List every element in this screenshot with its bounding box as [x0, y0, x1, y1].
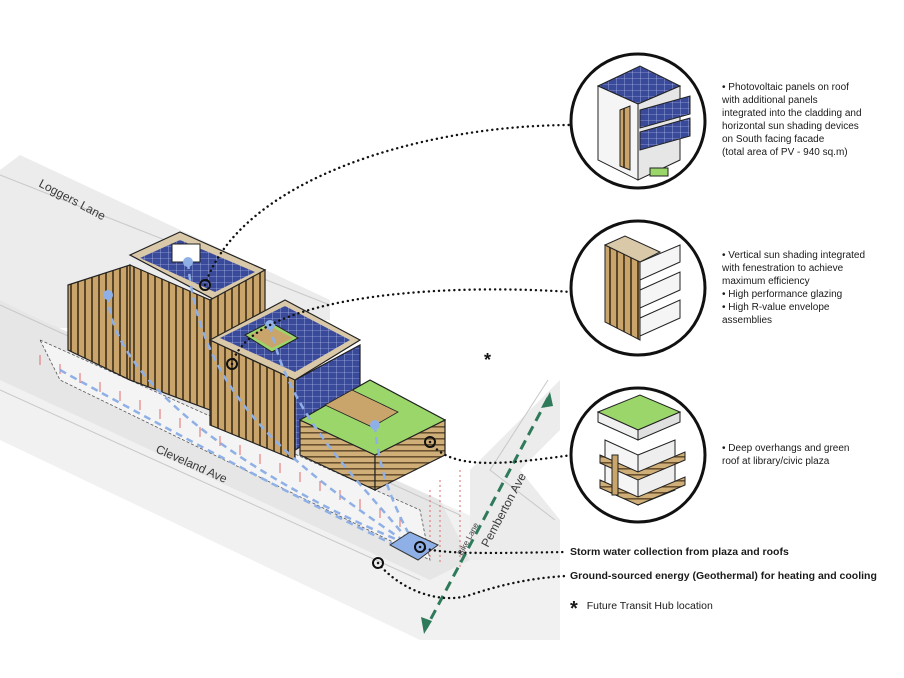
- note-pv-line: horizontal sun shading devices: [722, 121, 859, 132]
- leader-lines: [203, 123, 574, 600]
- note-pv: • Photovoltaic panels on roof with addit…: [722, 81, 862, 159]
- building-tall: [67, 231, 267, 411]
- legend-label: Future Transit Hub location: [586, 600, 713, 612]
- note-shading-line: maximum efficiency: [722, 276, 810, 287]
- note-shading-line: • Vertical sun shading integrated: [722, 250, 866, 261]
- note-overhang-line: • Deep overhangs and green: [722, 443, 850, 454]
- note-shading-line: with fenestration to achieve: [722, 263, 844, 274]
- callout-storm-water: Storm water collection from plaza and ro…: [570, 546, 789, 558]
- transit-arrow: [421, 392, 553, 634]
- callout-geothermal: Ground-sourced energy (Geothermal) for h…: [570, 570, 877, 582]
- note-shading-line: • High performance glazing: [722, 289, 843, 300]
- note-pv-line: (total area of PV - 940 sq.m): [722, 147, 848, 158]
- note-pv-line: • Photovoltaic panels on roof: [722, 82, 849, 93]
- note-pv-line: on South facing facade: [722, 134, 825, 145]
- note-pv-line: with additional panels: [722, 95, 818, 106]
- leader-anchors: [199, 279, 436, 569]
- note-overhang-line: roof at library/civic plaza: [722, 456, 830, 467]
- transit-hub-marker: *: [484, 350, 491, 370]
- legend-transit-hub: * Future Transit Hub location: [570, 598, 713, 621]
- note-overhang: • Deep overhangs and green roof at libra…: [722, 442, 849, 468]
- note-shading: • Vertical sun shading integrated with f…: [722, 249, 865, 327]
- detail-sun-shading: [569, 219, 707, 357]
- cistern: [389, 531, 439, 561]
- storm-water-flow: [59, 261, 417, 552]
- note-shading-line: assemblies: [722, 315, 773, 326]
- detail-pv-panels: [569, 52, 707, 190]
- building-middle: [208, 299, 362, 461]
- property-red-lines: [39, 355, 461, 570]
- note-pv-line: integrated into the cladding and: [722, 108, 862, 119]
- note-shading-line: • High R-value envelope: [722, 302, 830, 313]
- detail-green-roof: [569, 386, 707, 524]
- legend-star-icon: *: [570, 598, 578, 620]
